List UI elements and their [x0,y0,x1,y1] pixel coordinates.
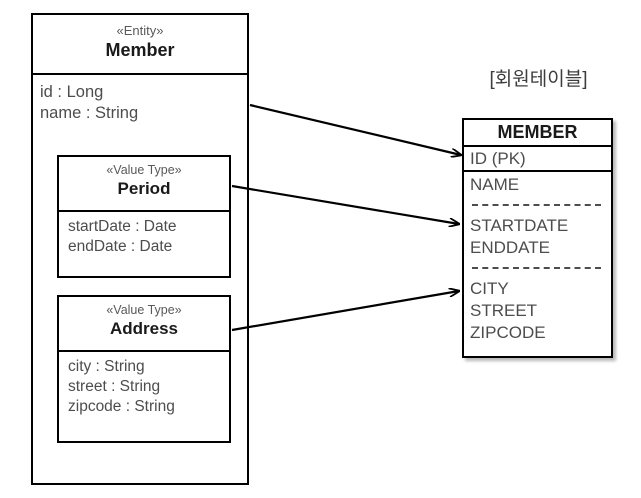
address-attribute-zipcode: zipcode : String [68,398,175,415]
member-table-group-address: CITY STREET ZIPCODE [464,276,611,344]
member-table-column-id-pk: ID (PK) [464,147,611,172]
address-class-header: «Value Type» Address [59,297,229,352]
member-class-header: «Entity» Member [33,15,247,75]
member-table-column-zipcode: ZIPCODE [470,323,546,342]
period-class-name: Period [117,179,171,198]
period-stereotype: «Value Type» [106,163,182,177]
member-table-column-city: CITY [470,279,509,298]
member-class-name: Member [105,40,175,60]
member-table-column-street: STREET [470,301,538,320]
address-value-type-box[interactable]: «Value Type» Address city : String stree… [57,295,231,443]
period-attribute-list: startDate : Date endDate : Date [59,212,229,257]
member-table-group-period: STARTDATE ENDDATE [464,213,611,259]
period-value-type-box[interactable]: «Value Type» Period startDate : Date end… [57,155,231,278]
address-attribute-street: street : String [68,378,161,395]
address-class-name: Address [109,319,179,338]
address-attribute-list: city : String street : String zipcode : … [59,352,229,417]
member-table-group-member: NAME [464,172,611,196]
member-attribute-id: id : Long [40,83,104,101]
mapping-arrow-member-to-id [249,103,461,155]
member-table-column-startdate: STARTDATE [470,216,569,235]
period-attribute-startdate: startDate : Date [68,218,177,235]
address-stereotype: «Value Type» [106,303,182,317]
member-attribute-list: id : Long name : String [33,75,247,124]
period-attribute-enddate: endDate : Date [68,238,173,255]
member-attribute-name: name : String [40,104,139,122]
address-attribute-city: city : String [68,358,145,375]
member-db-table[interactable]: MEMBER ID (PK) NAME STARTDATE ENDDATE CI… [462,118,613,358]
column-group-separator [472,267,601,269]
member-table-name: MEMBER [464,120,611,147]
period-class-header: «Value Type» Period [59,157,229,212]
column-group-separator [472,204,601,206]
member-table-caption: [회원테이블] [489,69,588,90]
member-table-column-enddate: ENDDATE [470,238,550,257]
member-table-column-name: NAME [470,175,520,194]
mapping-arrow-address-to-city [231,291,459,332]
mapping-arrow-period-to-startdate [231,184,459,224]
member-stereotype: «Entity» [116,23,164,38]
